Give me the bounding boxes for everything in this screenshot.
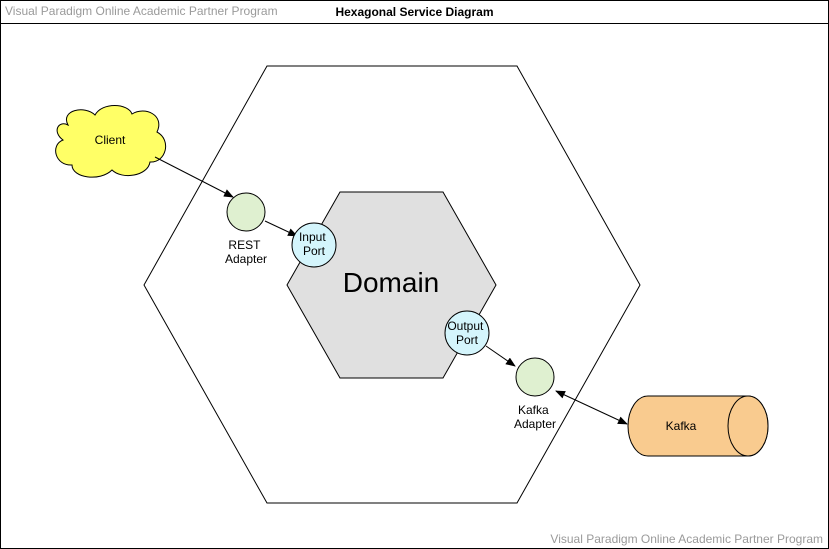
- kafka-adapter-label: Kafka Adapter: [514, 403, 556, 431]
- client-cloud-shape: [55, 105, 167, 178]
- rest-adapter-label-line1: REST: [228, 238, 261, 252]
- arrow-kafka-adapter-kafka[interactable]: [555, 390, 628, 425]
- kafka-adapter-label-line1: Kafka: [518, 403, 549, 417]
- domain-label: Domain: [343, 267, 439, 298]
- kafka-adapter-label-line2: Adapter: [514, 417, 556, 431]
- input-port-label: Input Port: [299, 230, 329, 258]
- client-node[interactable]: Client: [55, 105, 167, 178]
- kafka-cylinder-cap: [727, 395, 769, 457]
- rest-adapter-label-line2: Adapter: [225, 252, 267, 266]
- input-port-label-line2: Port: [303, 244, 326, 258]
- rest-adapter-label: REST Adapter: [225, 238, 267, 266]
- output-port-label-line1: Output: [447, 319, 484, 333]
- arrow-output-to-kafka-adapter[interactable]: [485, 345, 516, 367]
- rest-adapter-circle[interactable]: [226, 192, 266, 232]
- watermark-bottom: Visual Paradigm Online Academic Partner …: [550, 532, 823, 546]
- domain-hexagon[interactable]: [286, 191, 497, 379]
- input-port-circle[interactable]: [291, 222, 337, 268]
- client-label: Client: [95, 133, 126, 147]
- output-port-circle[interactable]: [444, 310, 490, 356]
- output-port-label: Output Port: [447, 319, 486, 347]
- kafka-label: Kafka: [666, 419, 697, 433]
- output-port-label-line2: Port: [456, 333, 479, 347]
- diagram-title: Hexagonal Service Diagram: [335, 5, 494, 19]
- kafka-node[interactable]: Kafka: [627, 395, 769, 457]
- title-bar: Visual Paradigm Online Academic Partner …: [0, 0, 829, 24]
- kafka-adapter-circle[interactable]: [515, 357, 555, 397]
- arrow-client-to-rest[interactable]: [154, 156, 234, 198]
- arrow-rest-to-input[interactable]: [264, 220, 298, 237]
- watermark-top: Visual Paradigm Online Academic Partner …: [5, 4, 278, 18]
- input-port-label-line1: Input: [299, 230, 326, 244]
